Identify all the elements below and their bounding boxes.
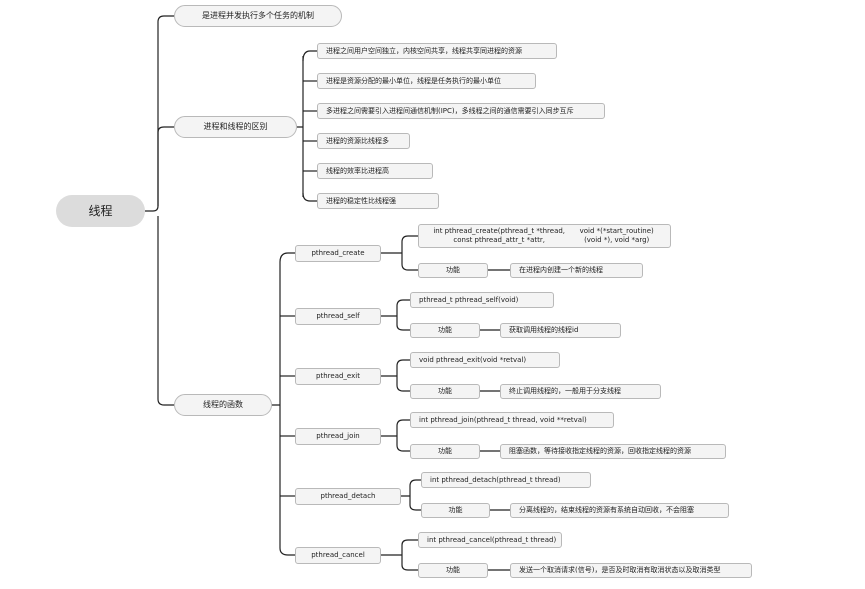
connector-root-difference bbox=[157, 126, 174, 206]
function-desc[interactable]: 在进程内创建一个新的线程 bbox=[510, 263, 643, 278]
difference-item[interactable]: 进程的稳定性比线程强 bbox=[317, 193, 439, 209]
signature-node[interactable]: int pthread_create(pthread_t *thread, co… bbox=[418, 224, 671, 248]
function-label[interactable]: 功能 bbox=[410, 444, 480, 459]
signature-node[interactable]: int pthread_join(pthread_t thread, void … bbox=[410, 412, 614, 428]
function-desc[interactable]: 分离线程的，结束线程的资源有系统自动回收，不会阻塞 bbox=[510, 503, 729, 518]
connector-create-branch bbox=[381, 235, 418, 271]
function-node-pthread-exit[interactable]: pthread_exit bbox=[295, 368, 381, 385]
functions-node[interactable]: 线程的函数 bbox=[174, 394, 272, 416]
difference-item[interactable]: 多进程之间需要引入进程间通信机制(IPC)，多线程之间的通信需要引入同步互斥 bbox=[317, 103, 605, 119]
signature-line: int pthread_create(pthread_t *thread, co… bbox=[433, 227, 566, 244]
function-node-pthread-detach[interactable]: pthread_detach bbox=[295, 488, 401, 505]
difference-node[interactable]: 进程和线程的区别 bbox=[174, 116, 297, 138]
connector-detach-branch bbox=[401, 479, 421, 511]
signature-node[interactable]: int pthread_detach(pthread_t thread) bbox=[421, 472, 591, 488]
difference-item[interactable]: 进程的资源比线程多 bbox=[317, 133, 410, 149]
function-label[interactable]: 功能 bbox=[418, 263, 488, 278]
signature-node[interactable]: pthread_t pthread_self(void) bbox=[410, 292, 554, 308]
connector-fn-6 bbox=[279, 547, 295, 556]
signature-node[interactable]: int pthread_cancel(pthread_t thread) bbox=[418, 532, 562, 548]
function-node-pthread-cancel[interactable]: pthread_cancel bbox=[295, 547, 381, 564]
root-node[interactable]: 线程 bbox=[56, 195, 145, 227]
connector-exit-branch bbox=[381, 359, 410, 392]
connector-diff-1 bbox=[302, 50, 317, 62]
function-label[interactable]: 功能 bbox=[421, 503, 490, 518]
connector-diff-6 bbox=[302, 192, 317, 202]
connector-functions-trunk bbox=[272, 262, 281, 548]
difference-item[interactable]: 进程之间用户空间独立，内核空间共享，线程共享同进程的资源 bbox=[317, 43, 557, 59]
connector-cancel-branch bbox=[381, 539, 418, 571]
function-desc[interactable]: 阻塞函数，等待接收指定线程的资源，回收指定线程的资源 bbox=[500, 444, 726, 459]
difference-item[interactable]: 线程的效率比进程高 bbox=[317, 163, 433, 179]
function-label[interactable]: 功能 bbox=[418, 563, 488, 578]
connector-self-branch bbox=[381, 299, 410, 331]
function-desc[interactable]: 终止调用线程的，一般用于分支线程 bbox=[500, 384, 661, 399]
connector-fn-1 bbox=[279, 252, 295, 263]
function-desc[interactable]: 获取调用线程的线程id bbox=[500, 323, 621, 338]
function-label[interactable]: 功能 bbox=[410, 323, 480, 338]
connector-join-branch bbox=[381, 419, 410, 452]
function-desc[interactable]: 发送一个取消请求(信号)，是否及时取消有取消状态以及取消类型 bbox=[510, 563, 752, 578]
function-node-pthread-create[interactable]: pthread_create bbox=[295, 245, 381, 262]
function-label[interactable]: 功能 bbox=[410, 384, 480, 399]
mechanism-node[interactable]: 是进程并发执行多个任务的机制 bbox=[174, 5, 342, 27]
function-node-pthread-join[interactable]: pthread_join bbox=[295, 428, 381, 445]
signature-line: void *(*start_routine) (void *), void *a… bbox=[579, 227, 654, 244]
difference-item[interactable]: 进程是资源分配的最小单位，线程是任务执行的最小单位 bbox=[317, 73, 536, 89]
connector-root-mechanism bbox=[145, 15, 174, 212]
function-node-pthread-self[interactable]: pthread_self bbox=[295, 308, 381, 325]
connector-difference-trunk bbox=[297, 56, 304, 197]
connector-root-functions bbox=[157, 216, 174, 406]
signature-node[interactable]: void pthread_exit(void *retval) bbox=[410, 352, 560, 368]
